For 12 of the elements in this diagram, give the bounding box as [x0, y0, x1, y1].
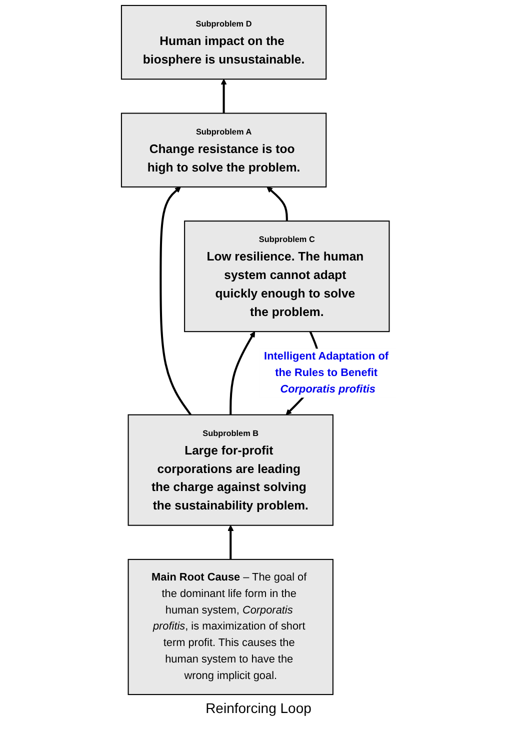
- arrow: [220, 78, 227, 114]
- arrow: [229, 331, 255, 415]
- arrow: [159, 186, 192, 416]
- node-box: Subproblem B Large for-profit corporations are leading the charge against solving the sustainability problem.: [128, 414, 334, 526]
- node-box: Subproblem C Low resilience. The human system cannot adapt quickly enough to solve the problem.: [184, 220, 390, 332]
- arrow: [227, 525, 234, 560]
- edge-label: Intelligent Adaptation of the Rules to Benefit Corporatis profitis: [264, 350, 388, 396]
- loop-label: Reinforcing Loop: [206, 700, 312, 716]
- arrow: [266, 186, 288, 222]
- node-box: Main Root Cause – The goal of the dominant life form in the human system, Corporatis profitis, is maximization of short term profit. This causes the human system to have the wrong implicit goal.: [128, 558, 334, 696]
- node-box: Subproblem A Change resistance is too high to solve the problem.: [120, 112, 326, 188]
- node-box: Subproblem D Human impact on the biosphere is unsustainable.: [120, 4, 326, 80]
